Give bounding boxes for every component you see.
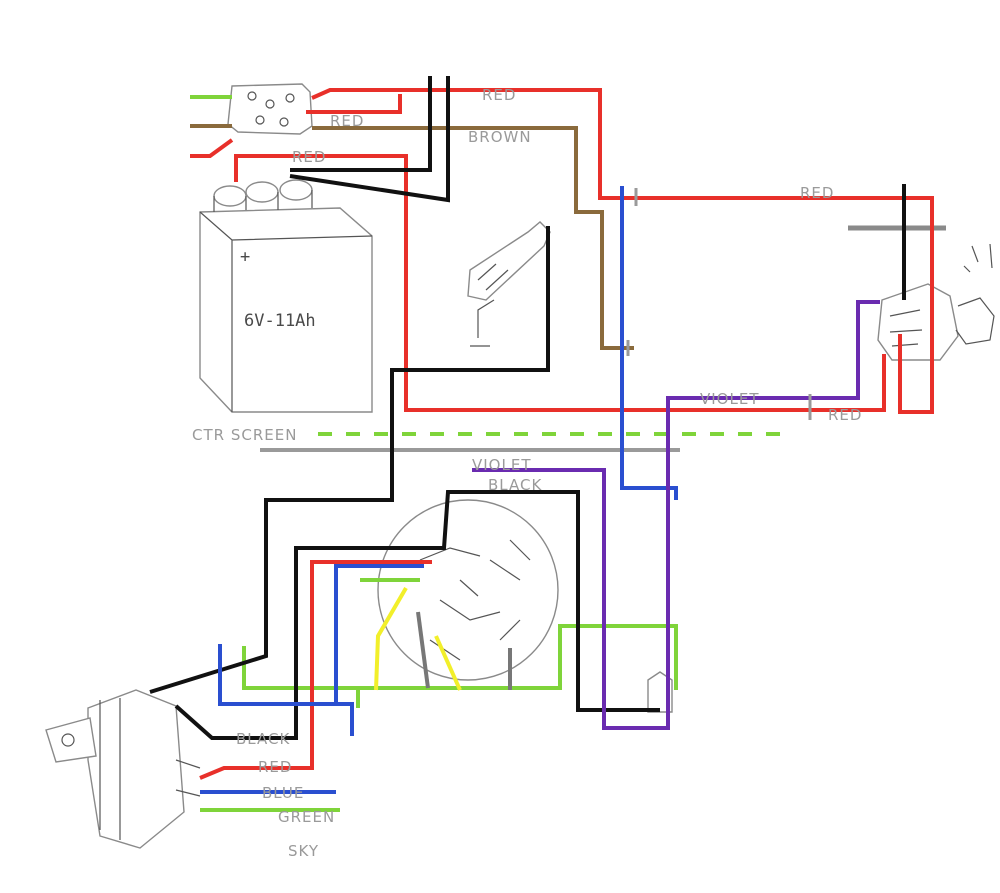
label-red-bottom: RED [258,758,292,776]
battery: 6V-11Ah + [199,179,373,413]
label-red-mid: RED [330,112,364,130]
violet-wires [472,300,880,730]
horn-unit [467,221,551,347]
label-black-bottom: BLACK [236,730,290,748]
label-red-left: RED [292,148,326,166]
battery-plus-mark: + [240,247,250,267]
label-red-right: RED [800,184,834,202]
label-violet-upper: VIOLET [700,390,760,408]
label-black-lower: BLACK [488,476,542,494]
top-connector [227,83,313,135]
label-green-bottom: GREEN [278,808,335,826]
red-wires [190,88,934,780]
label-red-lower-right: RED [828,406,862,424]
label-red-top: RED [482,86,516,104]
label-blue-bottom: BLUE [262,784,304,802]
yellow-wires [374,586,462,691]
battery-label: 6V-11Ah [244,311,316,331]
label-ctr-screen: CTR SCREEN [192,426,297,444]
label-sky-bottom: SKY [288,842,319,860]
label-brown: BROWN [468,128,532,146]
separators [260,225,946,452]
brown-wires [190,124,634,350]
bottom-left-component [45,689,201,849]
connector-ticks [626,188,812,420]
label-violet-lower: VIOLET [472,456,532,474]
headlamp [877,243,995,361]
green-wires [190,95,780,812]
wire-labels: RED RED BROWN RED RED VIOLET RED CTR SCR… [192,86,862,860]
blue-wires [200,186,678,794]
terminal-posts [416,611,512,690]
black-wires [149,76,906,740]
